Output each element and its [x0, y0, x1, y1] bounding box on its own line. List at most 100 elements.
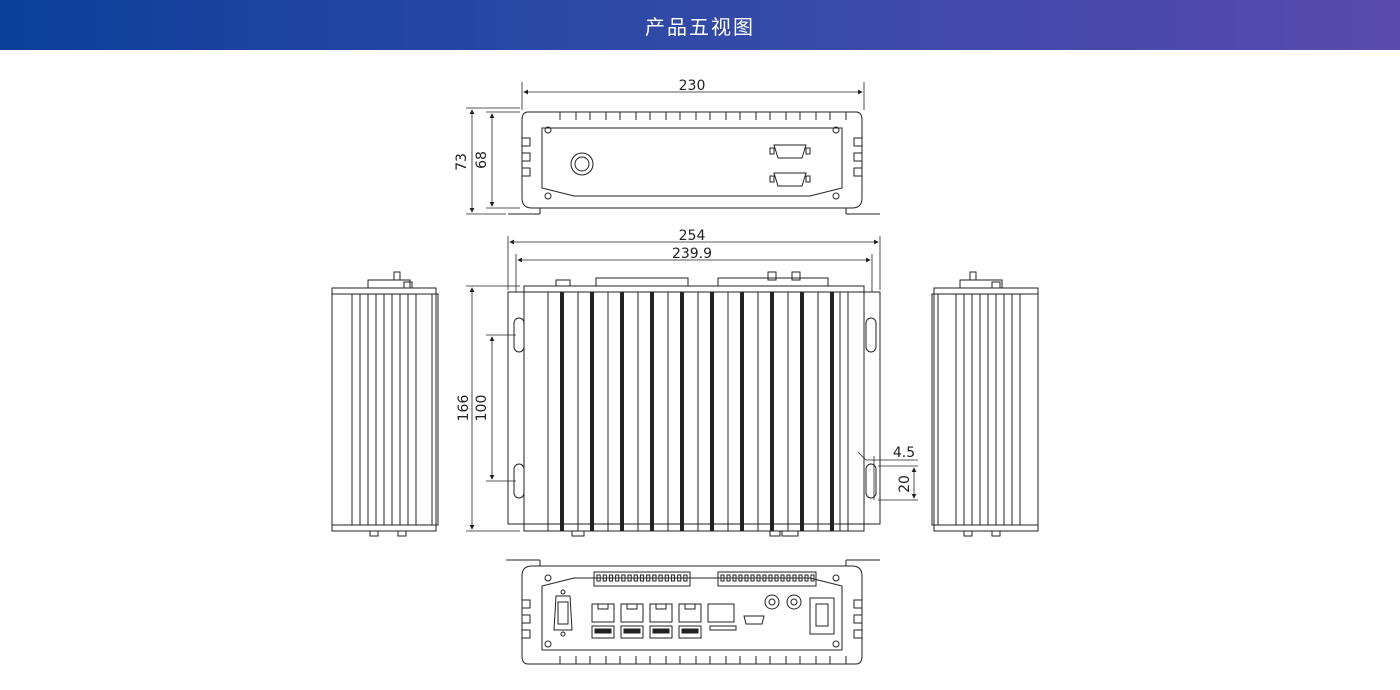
vga-port	[553, 589, 573, 637]
fin-tooth	[799, 111, 817, 120]
heatsink-fins	[547, 292, 849, 531]
lan-port-latch	[684, 603, 696, 610]
terminal-pin	[639, 574, 645, 582]
usb-port	[591, 625, 615, 639]
terminal-pin	[804, 574, 809, 582]
fin-tooth	[799, 656, 817, 665]
terminal-pin	[621, 574, 626, 582]
fin-tooth	[829, 111, 847, 120]
terminal-block-2	[717, 571, 817, 587]
dim-front-width-inner: 239.9	[672, 246, 712, 262]
fin-tooth	[589, 111, 607, 120]
mounting-slots	[513, 317, 877, 499]
left-side-view	[331, 271, 439, 537]
fin-tooth	[829, 656, 847, 665]
terminal-pin	[652, 574, 657, 582]
terminal-pin	[683, 574, 688, 582]
dim-top-height-outer: 73	[454, 153, 470, 171]
heatsink-fin	[770, 292, 774, 531]
terminal-pin	[798, 574, 803, 582]
top-fins	[559, 111, 847, 120]
terminal-pin	[810, 574, 815, 582]
fin-tooth	[649, 656, 667, 665]
db9-connector-1	[769, 144, 811, 159]
usb-port-tongue	[652, 628, 670, 634]
heatsink-fin	[710, 292, 714, 531]
terminal-pin	[664, 574, 669, 582]
usb-port-tongue	[623, 628, 641, 634]
usb-port	[620, 625, 644, 639]
bottom-fins	[559, 656, 847, 665]
fin-tooth	[559, 656, 577, 665]
lan-ports	[591, 603, 702, 623]
fin-tooth	[619, 656, 637, 665]
terminal-pin	[762, 574, 767, 582]
heatsink-fin	[680, 292, 684, 531]
dim-top-width: 230	[679, 78, 706, 94]
lan-port-latch	[626, 603, 638, 610]
fin-tooth	[709, 111, 727, 120]
top-view-dimensions	[466, 82, 865, 215]
terminal-pin	[738, 574, 743, 582]
dim-hole-offset: 4.5	[893, 445, 915, 461]
antenna-port-1	[764, 594, 780, 610]
terminal-pin	[768, 574, 773, 582]
heatsink-fin	[560, 292, 564, 531]
power-connector	[809, 597, 835, 635]
technical-drawing: 230 73 68 254 239.9 166	[331, 78, 1039, 665]
usb-port	[649, 625, 673, 639]
terminal-pin	[670, 574, 676, 582]
fin-tooth	[709, 656, 727, 665]
fin-tooth	[649, 111, 667, 120]
heatsink-fin	[590, 292, 594, 531]
left-side-fins	[351, 294, 417, 525]
fin-tooth	[739, 656, 757, 665]
fin-tooth	[769, 656, 787, 665]
heatsink-fin	[800, 292, 804, 531]
terminal-pin	[732, 574, 737, 582]
terminal-pin	[596, 574, 601, 582]
bottom-view	[506, 559, 880, 665]
terminal-pin	[646, 574, 651, 582]
lan-port	[649, 603, 673, 623]
terminal-pin	[780, 574, 785, 582]
terminal-pin	[720, 574, 725, 582]
terminal-pin	[658, 574, 663, 582]
usb-port-tongue	[681, 628, 699, 634]
lan-port	[591, 603, 615, 623]
fin-tooth	[559, 111, 577, 120]
terminal-block-1	[593, 571, 691, 587]
terminal-pin	[756, 574, 761, 582]
db9-connector-2	[769, 172, 811, 187]
page-title: 产品五视图	[645, 14, 755, 39]
fin-tooth	[589, 656, 607, 665]
terminal-pin	[786, 574, 791, 582]
right-side-fins	[955, 294, 1021, 525]
heatsink-fin	[620, 292, 624, 531]
heatsink-fin	[830, 292, 834, 531]
fin-tooth	[769, 111, 787, 120]
terminal-pin	[608, 574, 614, 582]
dim-top-height-inner: 68	[474, 151, 490, 169]
terminal-pin	[792, 574, 797, 582]
lan-port-5	[707, 603, 735, 623]
front-view	[507, 271, 881, 537]
terminal-pin	[726, 574, 731, 582]
top-view	[508, 111, 880, 215]
terminal-pin	[602, 574, 607, 582]
hdmi-port	[743, 615, 765, 625]
terminal-pin	[615, 574, 620, 582]
terminal-pin	[774, 574, 779, 582]
fin-tooth	[679, 656, 697, 665]
terminal-pin	[744, 574, 749, 582]
usb-port-tongue	[594, 628, 612, 634]
usb-port	[678, 625, 702, 639]
right-side-view	[931, 271, 1039, 537]
front-view-dimensions	[466, 236, 918, 532]
terminal-pin	[627, 574, 632, 582]
page-header: 产品五视图	[0, 0, 1400, 50]
terminal-pin	[677, 574, 682, 582]
usb-ports	[591, 625, 702, 639]
lan-port	[620, 603, 644, 623]
dim-front-width-outer: 254	[679, 228, 706, 244]
